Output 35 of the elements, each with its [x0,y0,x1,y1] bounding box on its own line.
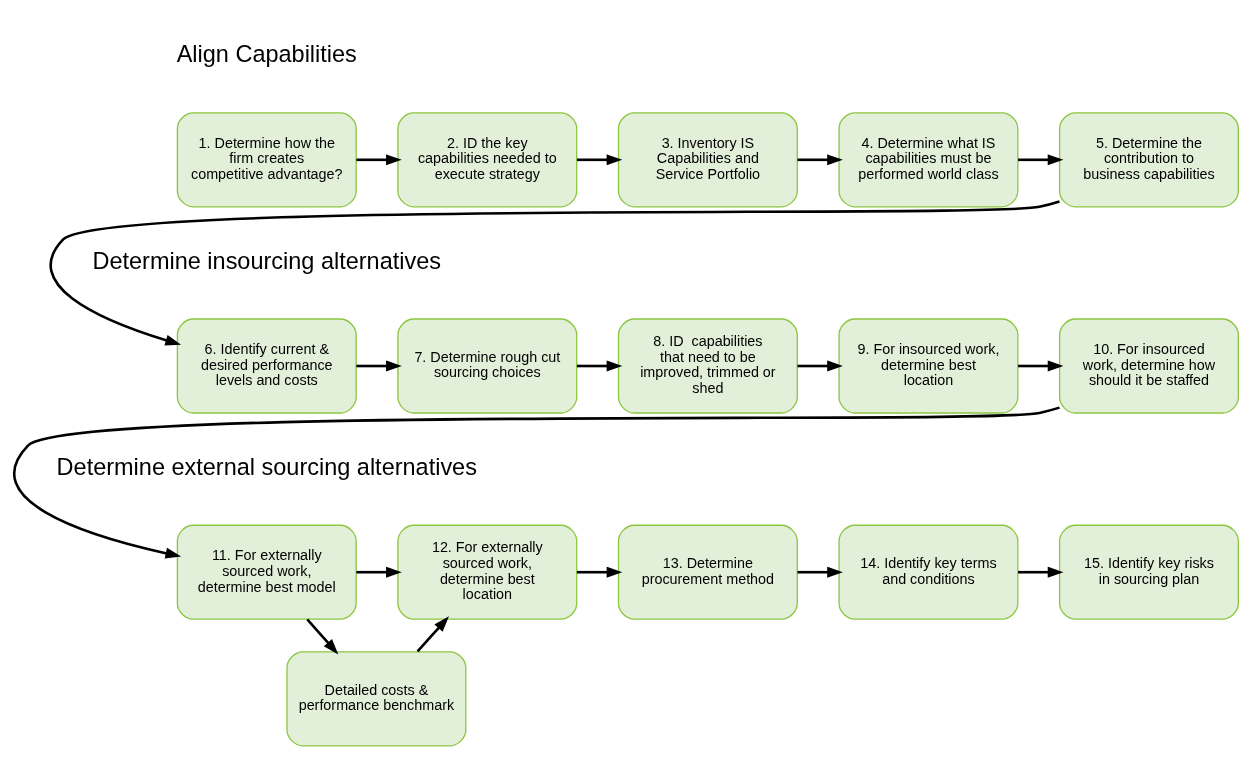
arrow [1018,153,1064,165]
arrow [576,153,623,165]
node-box: 11. For externally sourced work, determine best model [176,524,357,620]
node-box: 1. Determine how the firm creates competitive advantage? [176,111,357,207]
node-box: 6. Identify current & desired performance levels and costs [176,317,357,414]
node-box: 14. Identify key terms and conditions [838,524,1019,620]
label: Align Capabilities [176,40,357,67]
node-box: 9. For insourced work, determine best location [838,317,1019,414]
node-box: 5. Determine the contribution to business capabilities [1058,111,1240,207]
arrow [49,199,1060,345]
arrow [576,566,623,578]
arrow [356,153,402,165]
node-box: 15. Identify key risks in sourcing plan [1058,524,1240,620]
arrow [356,566,402,578]
arrow [797,360,843,371]
arrow [1018,360,1064,371]
node-box: 7. Determine rough cut sourcing choices [397,317,578,414]
arrow [416,615,449,652]
node-box: 12. For externally sourced work, determine best location [397,524,578,620]
node-box: 3. Inventory IS Capabilities and Service Portfolio [617,111,798,207]
arrow [1018,566,1064,578]
node-box: Detailed costs & performance benchmark [286,650,467,746]
arrow [356,360,402,371]
node-box: 13. Determine procurement method [617,524,798,620]
node-box: 8. ID capabilities that need to be improved, trimmed or shed [617,317,798,414]
arrow [13,405,1060,559]
arrow [797,566,843,578]
arrow [576,360,623,371]
arrow [797,153,843,165]
label: Determine external sourcing alternatives [56,453,477,480]
node-box: 4. Determine what IS capabilities must be performed world class [838,111,1019,207]
node-box: 2. ID the key capabilities needed to execute strategy [397,111,578,207]
node-box: 10. For insourced work, determine how should it be staffed [1058,317,1240,414]
arrow [306,617,339,654]
label: Determine insourcing alternatives [92,247,442,274]
